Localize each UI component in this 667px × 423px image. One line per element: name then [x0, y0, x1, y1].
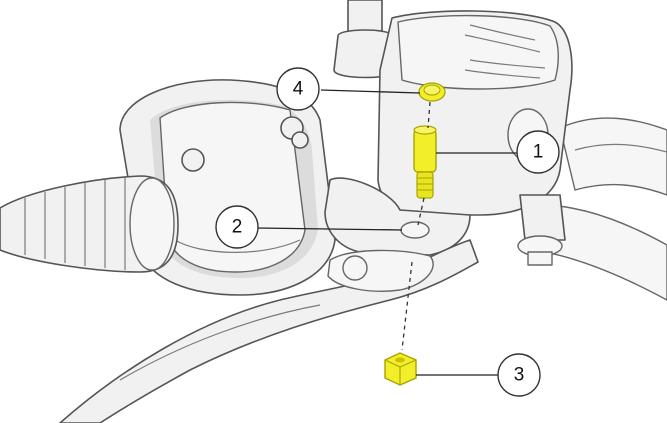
callout-2: 2 — [215, 205, 259, 249]
grip-icon — [0, 175, 179, 273]
callout-2-label: 2 — [232, 217, 243, 238]
callout-1: 1 — [516, 130, 560, 174]
screw-icon — [181, 148, 205, 172]
handlebar-icon — [539, 117, 667, 301]
leader-line-4 — [320, 89, 421, 94]
callout-3: 3 — [497, 353, 541, 397]
pivot-hole-icon — [400, 221, 430, 239]
cap-icon — [418, 82, 446, 102]
lever-adjuster-icon — [342, 255, 368, 281]
assembly-line — [401, 261, 413, 351]
brake-lever-icon — [59, 239, 479, 423]
callout-3-label: 3 — [514, 365, 525, 386]
callout-4-label: 4 — [293, 79, 304, 100]
bracket-icon — [324, 177, 471, 256]
pivot-bolt-icon — [413, 125, 437, 199]
callout-1-label: 1 — [533, 142, 544, 163]
screw-icon — [291, 131, 309, 149]
leader-line-2 — [256, 227, 403, 231]
callout-4: 4 — [276, 67, 320, 111]
nut-icon — [384, 352, 417, 386]
